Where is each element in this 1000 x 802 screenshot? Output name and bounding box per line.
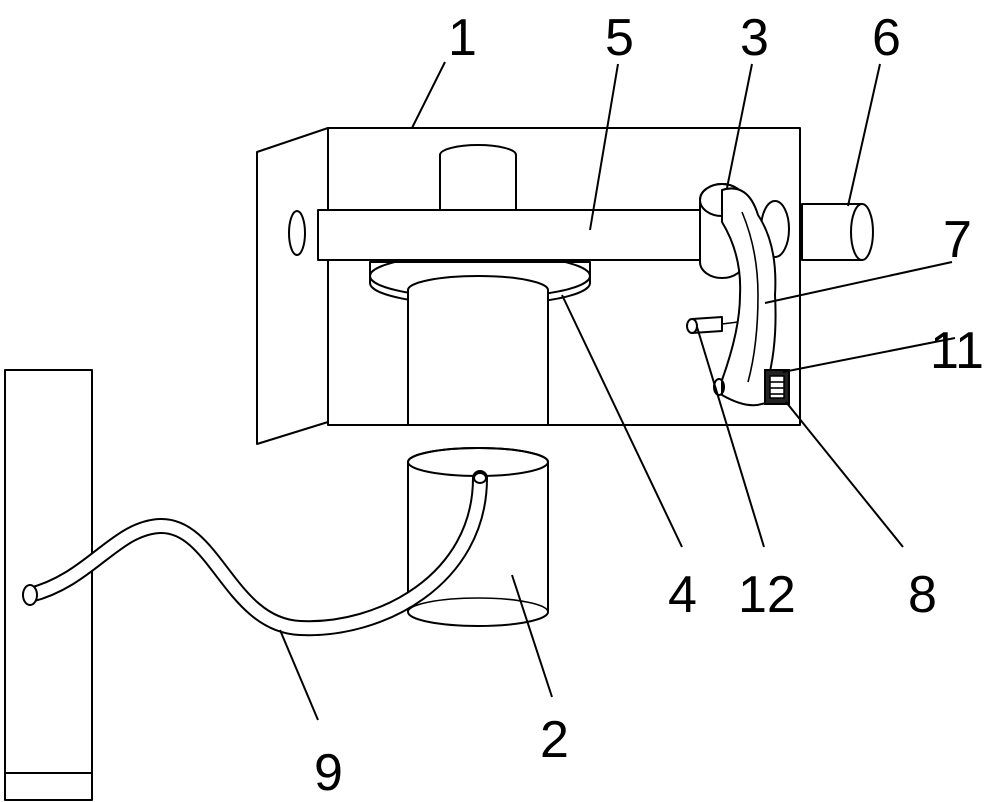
label-2: 2: [540, 711, 569, 769]
pin-12: [686, 316, 739, 334]
leader-1: [411, 61, 446, 129]
leader-9: [279, 629, 319, 721]
label-12: 12: [738, 566, 796, 624]
part-labels: 1 5 3 6 7 11 4 12 8 2 9: [314, 9, 984, 802]
flange-hole: [288, 210, 306, 256]
label-11: 11: [930, 322, 984, 380]
label-9: 9: [314, 744, 343, 802]
output-rod: [801, 203, 874, 261]
leader-5: [589, 63, 619, 231]
cam-assembly: [699, 183, 790, 407]
rod-end: [850, 203, 874, 261]
leader-lines: [279, 61, 956, 721]
spring-nut-assembly: [764, 369, 790, 405]
leader-3: [726, 63, 753, 189]
arm-inner-edge: [741, 211, 759, 383]
leader-4: [561, 294, 683, 548]
shaft: [317, 209, 732, 261]
label-5: 5: [605, 9, 634, 67]
housing-side-flange: [256, 127, 329, 445]
leader-11: [782, 337, 956, 373]
label-4: 4: [668, 566, 697, 624]
arm-pivot-hole: [713, 378, 725, 396]
leader-6: [847, 63, 881, 207]
label-7: 7: [943, 211, 972, 269]
sleeve-cylinder: [369, 144, 591, 426]
label-1: 1: [448, 9, 477, 67]
hose-right-end: [473, 472, 487, 484]
shaft-body: [317, 209, 723, 261]
cylinder-2-bottom-back: [407, 597, 549, 613]
leader-2: [511, 574, 553, 698]
lower-cylinder: [407, 275, 549, 426]
leader-12: [696, 326, 765, 548]
label-8: 8: [908, 566, 937, 624]
label-6: 6: [872, 9, 901, 67]
hose-9: [22, 470, 488, 637]
hose-left-end: [22, 584, 38, 606]
pin-head: [686, 318, 698, 334]
label-3: 3: [740, 9, 769, 67]
top-stub: [439, 144, 517, 213]
leader-7: [764, 261, 953, 304]
pin-link: [721, 321, 739, 325]
leader-8: [785, 401, 904, 548]
